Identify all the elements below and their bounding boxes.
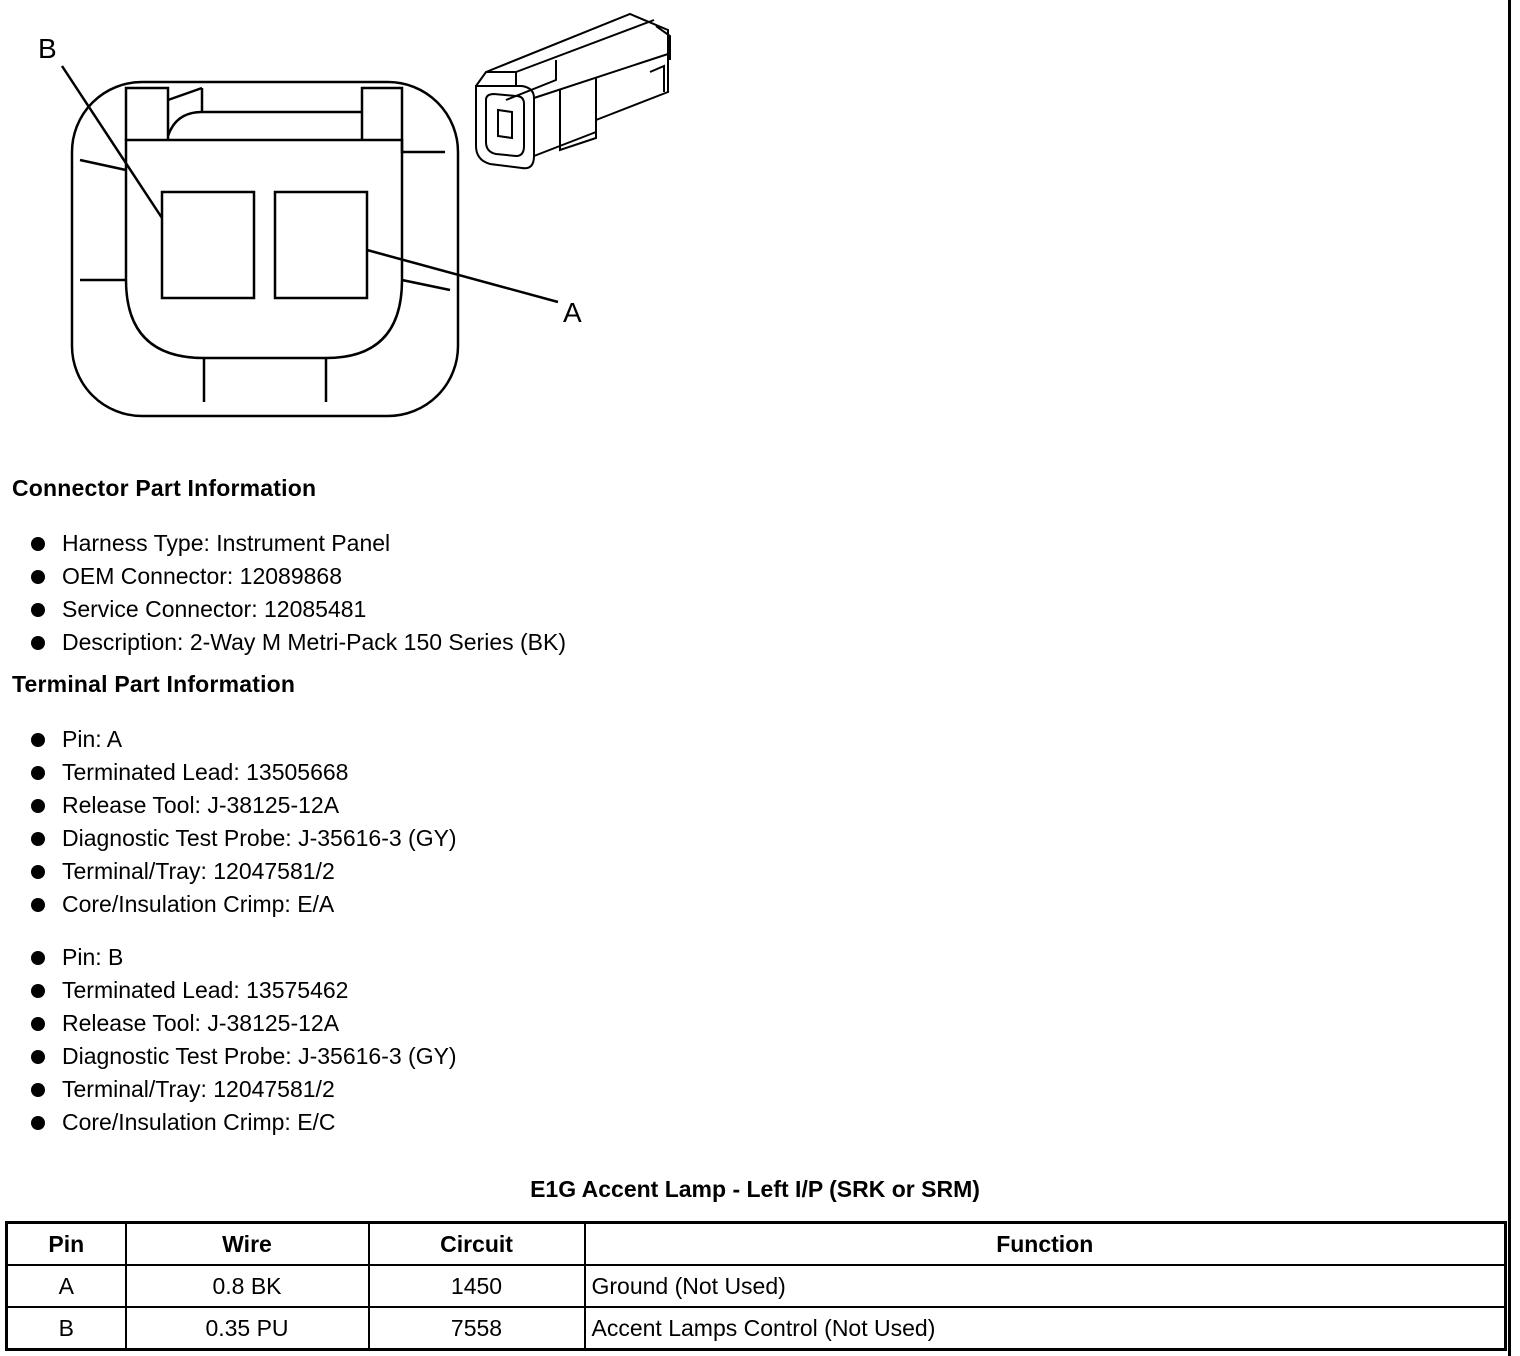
connector-isometric-view: [475, 12, 671, 170]
pin-table-title: E1G Accent Lamp - Left I/P (SRK or SRM): [530, 1176, 980, 1202]
connector-inner-cavity: [124, 138, 404, 360]
cell-wire: 0.35 PU: [124, 1306, 370, 1351]
connector-latch-top: [166, 110, 362, 137]
terminal-pin-b-list: Pin: B Terminated Lead: 13575462 Release…: [30, 941, 457, 1139]
pin-label-b: B: [38, 33, 57, 64]
connector-latch-chamfer: [167, 86, 203, 102]
list-item: Terminal/Tray: 12047581/2: [30, 1073, 457, 1106]
cell-wire: 0.8 BK: [124, 1264, 370, 1308]
cell-function: Ground (Not Used): [583, 1264, 1507, 1308]
pin-label-a: A: [563, 297, 582, 328]
list-item: Pin: A: [30, 723, 457, 756]
list-item: Diagnostic Test Probe: J-35616-3 (GY): [30, 822, 457, 855]
cell-function: Accent Lamps Control (Not Used): [583, 1306, 1507, 1351]
column-header-function: Function: [583, 1221, 1507, 1266]
connector-top-left-rib: [124, 86, 170, 140]
list-item: Harness Type: Instrument Panel: [30, 527, 566, 560]
terminal-cavity-b: [160, 190, 256, 300]
cell-pin: B: [5, 1306, 127, 1351]
connector-part-info-list: Harness Type: Instrument Panel OEM Conne…: [30, 527, 566, 659]
column-header-pin: Pin: [5, 1221, 127, 1266]
cell-circuit: 7558: [367, 1306, 586, 1351]
list-item: Service Connector: 12085481: [30, 593, 566, 626]
connector-face: [60, 65, 559, 418]
list-item: Release Tool: J-38125-12A: [30, 1007, 457, 1040]
terminal-pin-a-list: Pin: A Terminated Lead: 13505668 Release…: [30, 723, 457, 921]
list-item: Terminated Lead: 13505668: [30, 756, 457, 789]
list-item: Terminated Lead: 13575462: [30, 974, 457, 1007]
connector-left-upper-rib: [79, 158, 127, 172]
cell-circuit: 1450: [367, 1264, 586, 1308]
leader-line-b: [60, 65, 164, 219]
table-row: A 0.8 BK 1450 Ground (Not Used): [5, 1264, 1507, 1308]
table-header-row: Pin Wire Circuit Function: [5, 1221, 1507, 1266]
column-header-circuit: Circuit: [367, 1221, 586, 1266]
table-row: B 0.35 PU 7558 Accent Lamps Control (Not…: [5, 1306, 1507, 1351]
terminal-part-info-heading: Terminal Part Information: [12, 671, 296, 697]
list-item: Core/Insulation Crimp: E/C: [30, 1106, 457, 1139]
connector-diagram: B A: [38, 12, 671, 418]
list-item: Diagnostic Test Probe: J-35616-3 (GY): [30, 1040, 457, 1073]
list-item: Terminal/Tray: 12047581/2: [30, 855, 457, 888]
list-item: Pin: B: [30, 941, 457, 974]
pin-table: Pin Wire Circuit Function A 0.8 BK 1450 …: [5, 1221, 1507, 1351]
cell-pin: A: [5, 1264, 127, 1308]
connector-right-rib: [401, 278, 451, 292]
list-item: Description: 2-Way M Metri-Pack 150 Seri…: [30, 626, 566, 659]
connector-part-info-heading: Connector Part Information: [12, 475, 317, 501]
column-header-wire: Wire: [124, 1221, 370, 1266]
connector-bottom-key: [202, 358, 328, 402]
terminal-cavity-a: [273, 190, 369, 300]
list-item: Release Tool: J-38125-12A: [30, 789, 457, 822]
page-right-rule: [1508, 0, 1511, 1356]
list-item: Core/Insulation Crimp: E/A: [30, 888, 457, 921]
connector-outer-housing: [70, 80, 460, 418]
leader-line-a: [366, 248, 559, 304]
list-item: OEM Connector: 12089868: [30, 560, 566, 593]
connector-top-right-rib: [360, 86, 445, 154]
